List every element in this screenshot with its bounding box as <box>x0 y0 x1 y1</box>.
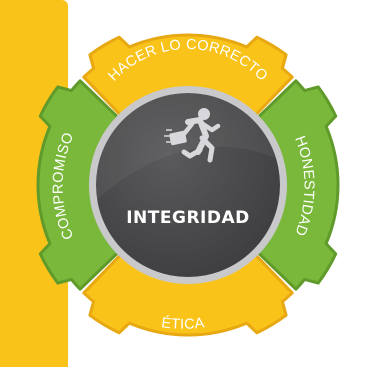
running-businessman-icon <box>164 108 221 163</box>
center-title: INTEGRIDAD <box>126 208 250 228</box>
segment-label-bottom: ÉTICA <box>160 314 205 333</box>
center-highlight <box>96 93 280 200</box>
segment-label-bottom-text: ÉTICA <box>160 314 205 333</box>
center-disk <box>96 93 280 277</box>
